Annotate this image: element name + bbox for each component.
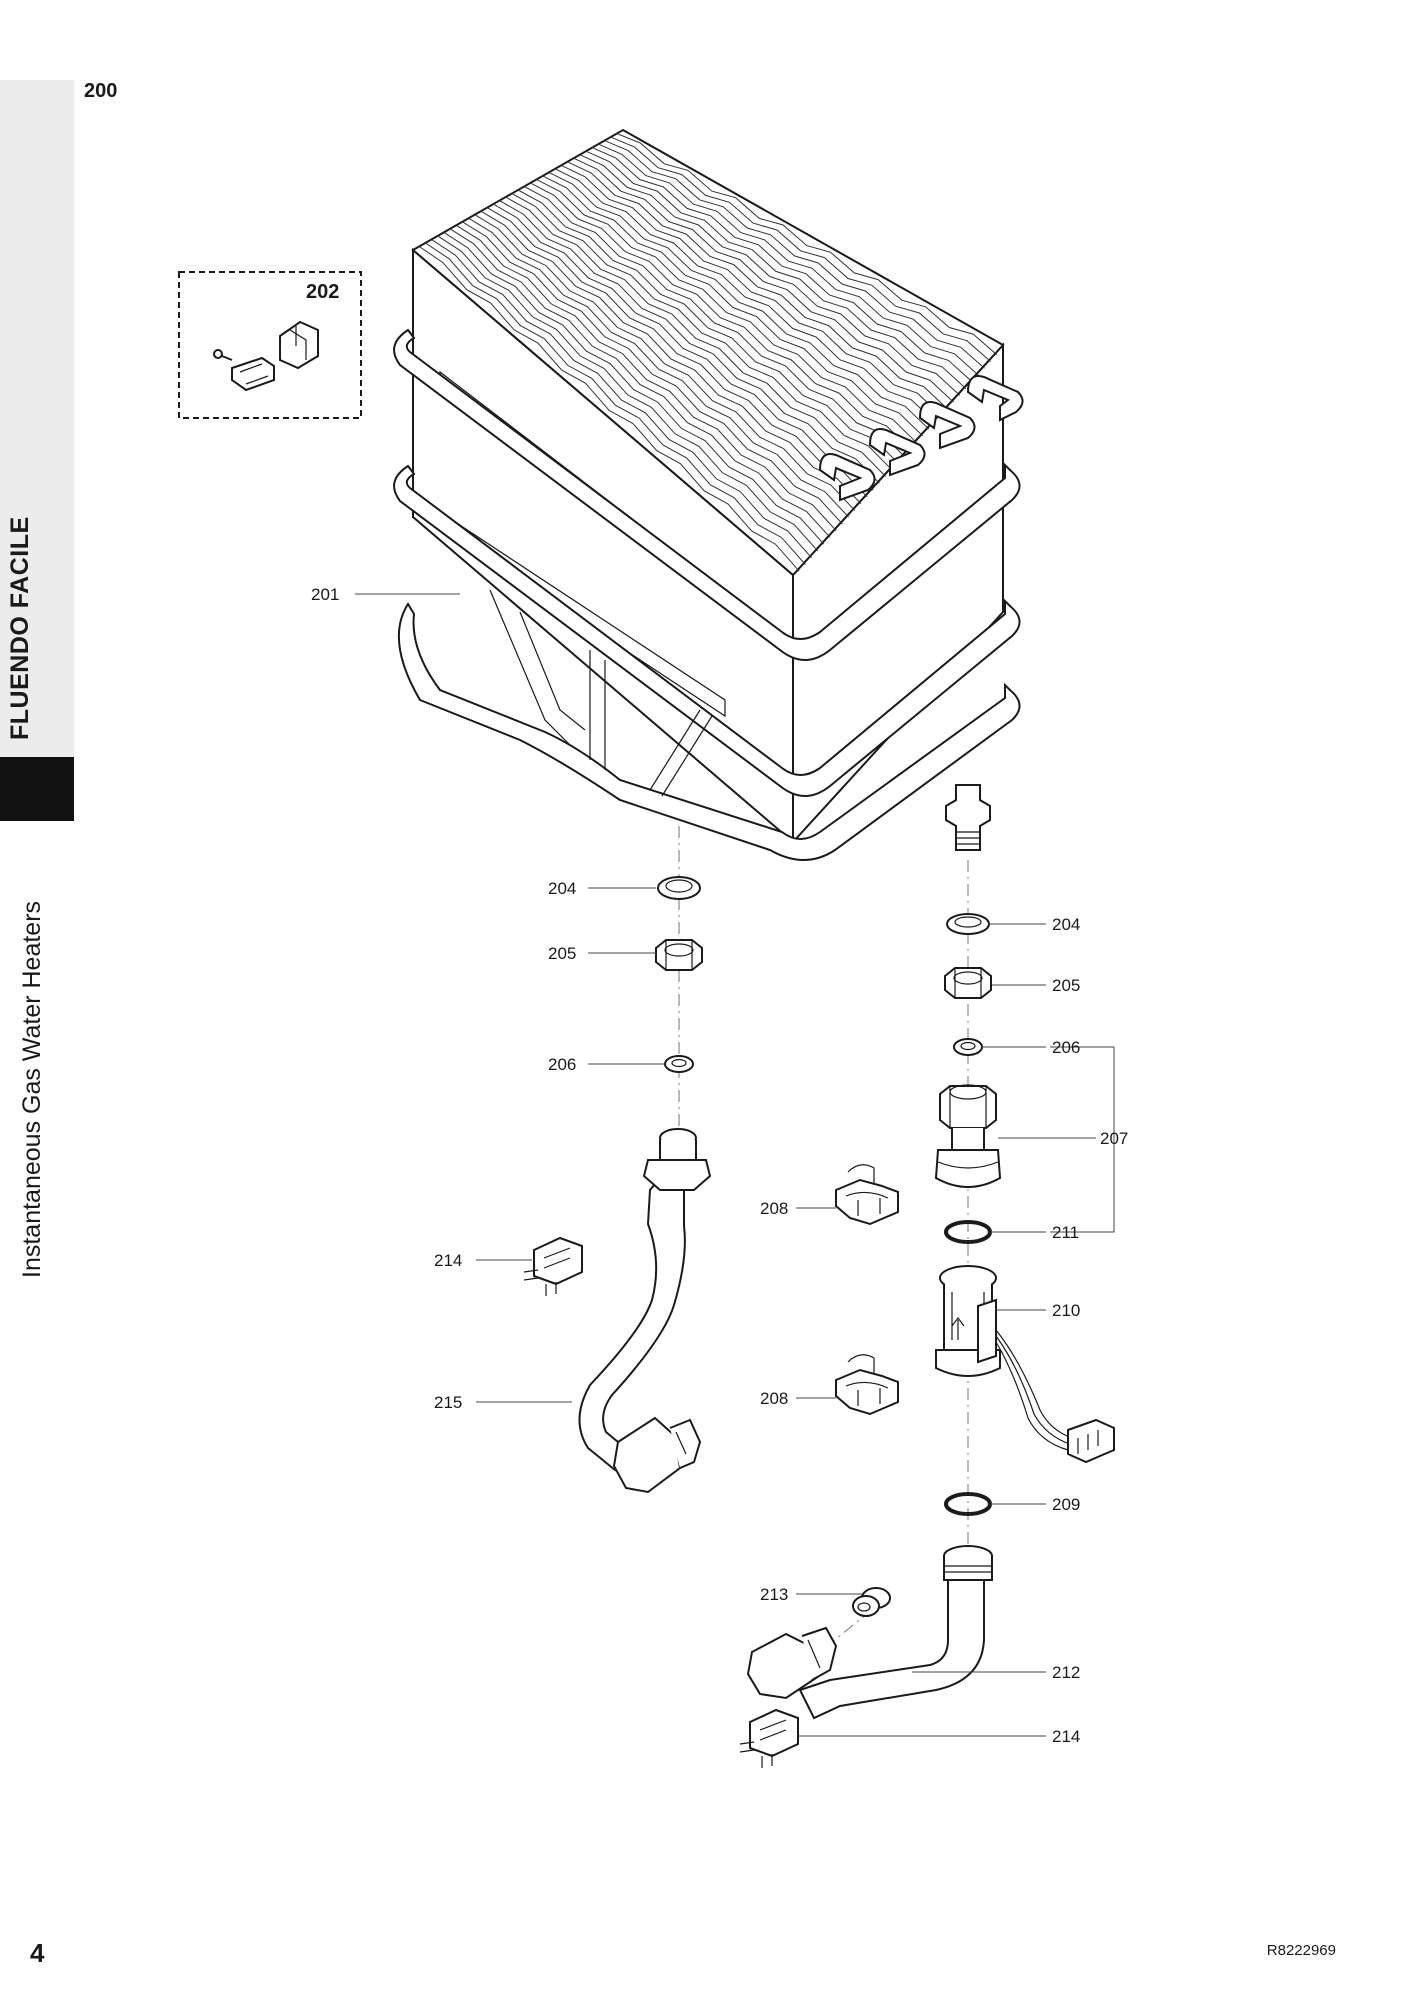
sidebar-band bbox=[0, 80, 74, 820]
washer-206-left bbox=[664, 1055, 694, 1073]
heat-exchanger-fin bbox=[560, 164, 942, 416]
callout-206-right: 206 bbox=[1052, 1038, 1080, 1057]
heat-exchanger-fin bbox=[530, 182, 911, 450]
callout-201: 201 bbox=[311, 585, 339, 604]
callout-208-lower: 208 bbox=[760, 1389, 788, 1408]
callout-213: 213 bbox=[760, 1585, 788, 1604]
document-code: R8222969 bbox=[1266, 1942, 1336, 1959]
clip-214-right bbox=[739, 1708, 799, 1768]
callout-205-left: 205 bbox=[548, 944, 576, 963]
heat-exchanger-fin bbox=[468, 217, 849, 518]
section-number: 200 bbox=[84, 80, 118, 102]
heat-exchanger-fin bbox=[554, 168, 936, 423]
washer-204-left bbox=[657, 876, 701, 900]
heat-exchanger-fin bbox=[591, 147, 973, 383]
heat-exchanger-fin bbox=[567, 161, 948, 410]
callout-210: 210 bbox=[1052, 1301, 1080, 1320]
nut-205-left bbox=[655, 939, 703, 971]
plug-213 bbox=[852, 1587, 891, 1617]
callout-205-right: 205 bbox=[1052, 976, 1080, 995]
heat-exchanger-fin bbox=[536, 178, 917, 444]
heat-exchanger-fin bbox=[542, 175, 924, 437]
heat-exchanger-fin bbox=[486, 207, 868, 498]
heat-exchanger-fin bbox=[548, 171, 930, 430]
callout-215: 215 bbox=[434, 1393, 462, 1412]
heat-exchanger-fin bbox=[493, 203, 874, 491]
page-number: 4 bbox=[30, 1938, 45, 1968]
heat-exchanger-fin bbox=[449, 228, 831, 538]
heat-exchanger-fin bbox=[431, 238, 812, 559]
heat-exchanger-fin bbox=[616, 133, 998, 356]
callout-207: 207 bbox=[1100, 1129, 1128, 1148]
heat-exchanger-fin bbox=[505, 196, 886, 477]
callout-214-right: 214 bbox=[1052, 1727, 1080, 1746]
sidebar-black-tab bbox=[0, 757, 74, 821]
heat-exchanger-fin bbox=[480, 210, 862, 504]
leader-lines bbox=[355, 593, 1115, 1737]
clip-208-lower bbox=[835, 1354, 899, 1416]
callout-212: 212 bbox=[1052, 1663, 1080, 1682]
nut-205-right bbox=[944, 967, 992, 999]
heat-exchanger-fin bbox=[455, 224, 837, 531]
heat-exchanger-fin bbox=[499, 200, 880, 484]
heat-exchanger-fin bbox=[523, 186, 905, 457]
heat-exchanger-fin bbox=[598, 143, 979, 376]
callout-214-left: 214 bbox=[434, 1251, 462, 1270]
heat-exchanger-fin bbox=[462, 221, 843, 525]
callout-206-left: 206 bbox=[548, 1055, 576, 1074]
heat-exchanger-fin bbox=[474, 214, 856, 511]
callout-209: 209 bbox=[1052, 1495, 1080, 1514]
heat-exchanger-fin bbox=[511, 193, 893, 471]
flow-sensor-210 bbox=[935, 1265, 1115, 1464]
heat-exchanger-fin bbox=[443, 231, 825, 545]
heat-exchanger-fin bbox=[573, 157, 954, 403]
washer-206-right bbox=[953, 1038, 983, 1056]
heat-exchanger-fin bbox=[585, 150, 967, 389]
heat-exchanger bbox=[393, 128, 1024, 861]
washer-204-right bbox=[946, 913, 990, 935]
water-pipe-212 bbox=[746, 1545, 993, 1720]
clip-214-left bbox=[523, 1236, 583, 1296]
heat-exchanger-fin bbox=[610, 136, 991, 362]
heat-exchanger-fin bbox=[437, 235, 819, 552]
inlet-fitting-207 bbox=[934, 1084, 1002, 1188]
heat-exchanger-fin bbox=[579, 154, 961, 396]
water-pipe-215 bbox=[578, 1128, 712, 1494]
heat-exchanger-fin bbox=[425, 242, 806, 565]
callout-204-left: 204 bbox=[548, 879, 576, 898]
callout-211: 211 bbox=[1052, 1223, 1079, 1242]
heat-exchanger-fin bbox=[418, 246, 800, 572]
clip-208-upper bbox=[835, 1164, 899, 1226]
callout-202: 202 bbox=[306, 281, 339, 303]
callout-208-upper: 208 bbox=[760, 1199, 788, 1218]
heat-exchanger-fin bbox=[604, 140, 985, 369]
inset-clip-kit bbox=[178, 271, 362, 419]
heat-exchanger-fin bbox=[517, 189, 899, 464]
callout-204-right: 204 bbox=[1052, 915, 1080, 934]
